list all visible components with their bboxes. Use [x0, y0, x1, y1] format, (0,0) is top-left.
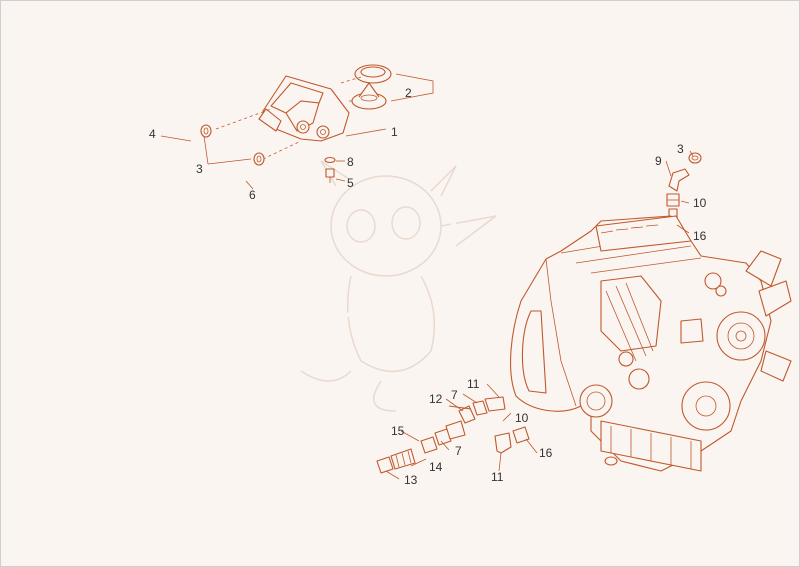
- callout-7-lower: 7: [455, 444, 462, 458]
- callout-15: 15: [391, 424, 405, 438]
- callout-1: 1: [391, 125, 398, 139]
- clamp-3-left-lower: [253, 152, 265, 166]
- callout-5: 5: [347, 176, 354, 190]
- elbow-fitting-9: [668, 168, 690, 192]
- callout-10-top: 10: [693, 196, 707, 210]
- washer-8: [324, 156, 336, 164]
- clamp-3-left-upper: [200, 124, 212, 138]
- callout-16-top: 16: [693, 229, 707, 243]
- callout-16-lower: 16: [539, 446, 553, 460]
- callout-4: 4: [149, 127, 156, 141]
- gasket-part: [351, 64, 392, 110]
- callout-3-left: 3: [196, 162, 203, 176]
- adapter-10-top: [666, 193, 680, 207]
- thermostat-housing: [258, 75, 350, 142]
- clamp-3-right: [688, 152, 702, 164]
- callout-13: 13: [404, 473, 418, 487]
- assembly-guides: [215, 73, 434, 160]
- hose-6: [179, 37, 744, 327]
- callout-3-right: 3: [677, 142, 684, 156]
- callout-2: 2: [405, 86, 412, 100]
- drain-fittings: [376, 396, 530, 474]
- watermark-mascot: [300, 160, 497, 412]
- leader-lines: [160, 128, 694, 480]
- bolt-5: [325, 168, 335, 183]
- hose-4: [22, 133, 387, 522]
- callout-11-lower: 11: [491, 470, 504, 484]
- callout-10-lower: 10: [515, 411, 529, 425]
- engine-assembly: [510, 215, 792, 472]
- callout-12: 12: [429, 392, 443, 406]
- callout-8: 8: [347, 155, 354, 169]
- callout-7-upper: 7: [451, 388, 458, 402]
- callout-6: 6: [249, 188, 256, 202]
- callout-9: 9: [655, 154, 662, 168]
- callout-11-upper: 11: [467, 377, 480, 391]
- callout-14: 14: [429, 460, 443, 474]
